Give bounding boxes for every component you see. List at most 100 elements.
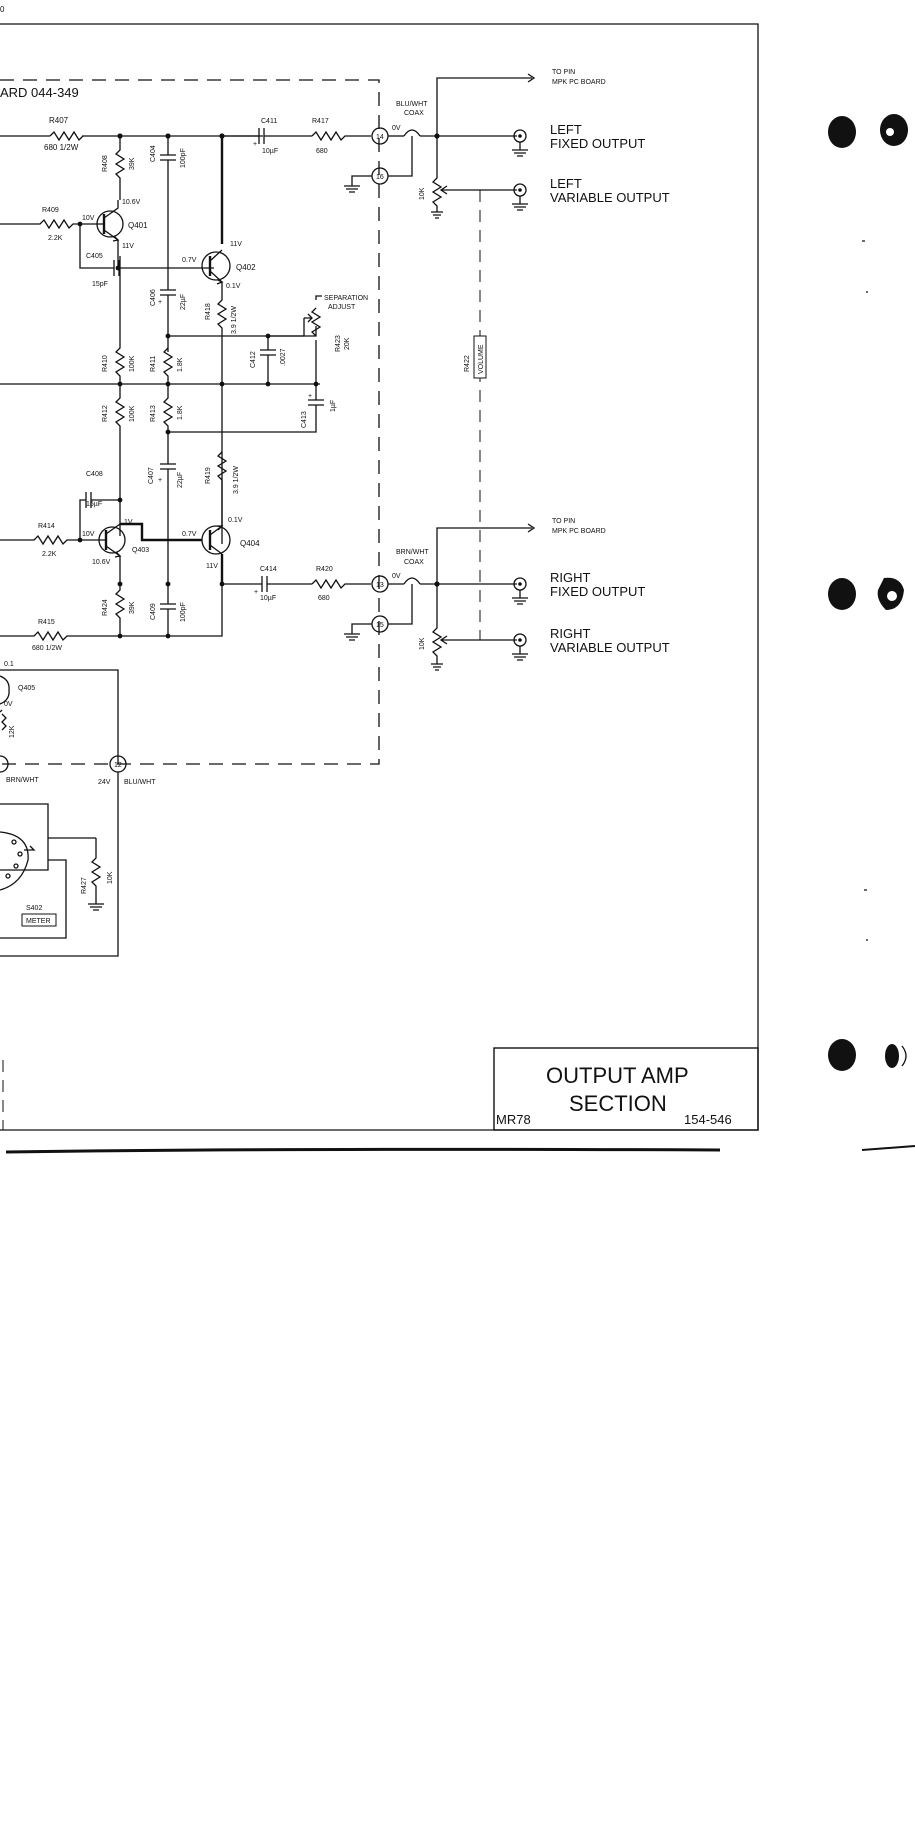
q401-b-voltage: 10V xyxy=(82,215,95,222)
s402-label: S402 xyxy=(26,905,42,912)
c413-label: C413 xyxy=(301,411,308,428)
q405-b-voltage: 0.1 xyxy=(4,661,14,668)
r408-value: 39K xyxy=(129,157,136,170)
r412-resistor xyxy=(114,384,126,536)
q401-c-voltage: 10.6V xyxy=(122,199,141,206)
right-var-1: RIGHT xyxy=(550,626,591,641)
r417-resistor xyxy=(311,130,371,142)
svg-text:+: + xyxy=(158,299,162,306)
r420-label: R420 xyxy=(316,566,333,573)
r415-label: R415 xyxy=(38,619,55,626)
binder-holes xyxy=(828,114,908,1071)
q401-transistor xyxy=(96,210,124,238)
r423-label: R423 xyxy=(335,335,342,352)
q402-label: Q402 xyxy=(236,263,256,272)
r407-value: 680 1/2W xyxy=(44,143,79,152)
c409-value: 100pF xyxy=(180,602,187,622)
c413-capacitor xyxy=(168,384,324,433)
to-pin-top-2: MPK PC BOARD xyxy=(552,79,606,86)
title-line2: SECTION xyxy=(569,1091,667,1116)
pin-15-label: 15 xyxy=(376,622,384,629)
right-fixed-2: FIXED OUTPUT xyxy=(550,584,645,599)
r418-resistor xyxy=(216,292,228,336)
q403-c-voltage: 1V xyxy=(124,519,133,526)
r427-label: R427 xyxy=(81,877,88,894)
c405-value: 15pF xyxy=(92,281,108,288)
title-block xyxy=(493,1047,759,1131)
c414-capacitor xyxy=(222,576,312,592)
r418-label: R418 xyxy=(205,303,212,320)
r-q405-resistor xyxy=(0,709,7,731)
r414-label: R414 xyxy=(38,523,55,530)
q404-transistor xyxy=(201,525,231,555)
board-title: ARD 044-349 xyxy=(0,85,79,100)
r410-value: 100K xyxy=(129,355,136,372)
r411-label: R411 xyxy=(150,356,157,372)
c413-value: 1µF xyxy=(330,400,337,412)
svg-text:+: + xyxy=(308,393,312,400)
r409-value: 2.2K xyxy=(48,235,63,242)
r412-label: R412 xyxy=(102,405,109,422)
pot-right-value: 10K xyxy=(419,637,426,650)
c411-capacitor xyxy=(222,128,312,144)
r413-resistor xyxy=(162,384,174,432)
to-pin-bot-2: MPK PC BOARD xyxy=(552,528,606,535)
page-edge-shadow xyxy=(5,1147,721,1154)
r409-label: R409 xyxy=(42,207,59,214)
q401-label: Q401 xyxy=(128,221,148,230)
q404-label: Q404 xyxy=(240,539,260,548)
q402-b-voltage: 0.7V xyxy=(182,257,197,264)
c407-capacitor xyxy=(160,432,176,584)
c409-label: C409 xyxy=(150,603,157,620)
blu-wht-bottom-label: BLU/WHT xyxy=(124,779,156,786)
volume-label: VOLUME xyxy=(478,344,485,374)
c404-label: C404 xyxy=(150,145,157,162)
q405-label: Q405 xyxy=(18,685,35,692)
coax-bot-label2: COAX xyxy=(404,559,424,566)
separation-1: SEPARATION xyxy=(324,295,368,302)
c408-capacitor xyxy=(79,492,120,540)
c408-label: C408 xyxy=(86,471,103,478)
q403-label: Q403 xyxy=(132,547,149,554)
r407-resistor xyxy=(49,130,84,142)
r411-value: 1.8K xyxy=(177,357,184,372)
board-outline xyxy=(0,79,380,765)
meter-box xyxy=(21,913,57,927)
q405-voltage: 0V xyxy=(4,701,13,708)
c404-value: 100pF xyxy=(180,148,187,168)
title-number: 154-546 xyxy=(684,1112,732,1127)
c411-value: 10µF xyxy=(262,148,278,155)
s402-switch xyxy=(0,831,29,891)
r424-value: 39K xyxy=(129,601,136,614)
q405-transistor xyxy=(0,675,10,705)
q401-e-voltage: 11V xyxy=(122,243,134,250)
pin-13-voltage: 0V xyxy=(392,573,401,580)
r407-label: R407 xyxy=(49,116,69,125)
q404-c-voltage: 11V xyxy=(206,563,218,570)
pin-13-label: 13 xyxy=(376,582,384,589)
pin-12-label: 12 xyxy=(114,762,122,769)
r414-resistor xyxy=(0,534,100,546)
c414-value: 10µF xyxy=(260,595,276,602)
svg-text:+: + xyxy=(253,141,257,148)
r418-value: 3.9 1/2W xyxy=(231,306,238,334)
q403-transistor xyxy=(98,526,126,554)
v24-label: 24V xyxy=(98,779,111,786)
r412-value: 100K xyxy=(129,405,136,422)
c408-value: 15µF xyxy=(86,501,102,508)
r410-resistor xyxy=(114,256,126,384)
q402-e-voltage: 0.1V xyxy=(226,283,241,290)
q403-b-voltage: 10V xyxy=(82,531,95,538)
pin-14-voltage: 0V xyxy=(392,125,401,132)
to-pin-bot-1: TO PIN xyxy=(552,518,575,525)
c406-label: C406 xyxy=(150,289,157,306)
c405-label: C405 xyxy=(86,253,103,260)
r424-resistor xyxy=(114,570,126,636)
to-pin-top-1: TO PIN xyxy=(552,69,575,76)
brn-wht-label: BRN/WHT xyxy=(6,777,39,784)
c407-label: C407 xyxy=(148,467,155,484)
r415-resistor xyxy=(0,584,223,642)
r419-resistor xyxy=(216,451,228,510)
coax-bottom xyxy=(388,577,517,604)
